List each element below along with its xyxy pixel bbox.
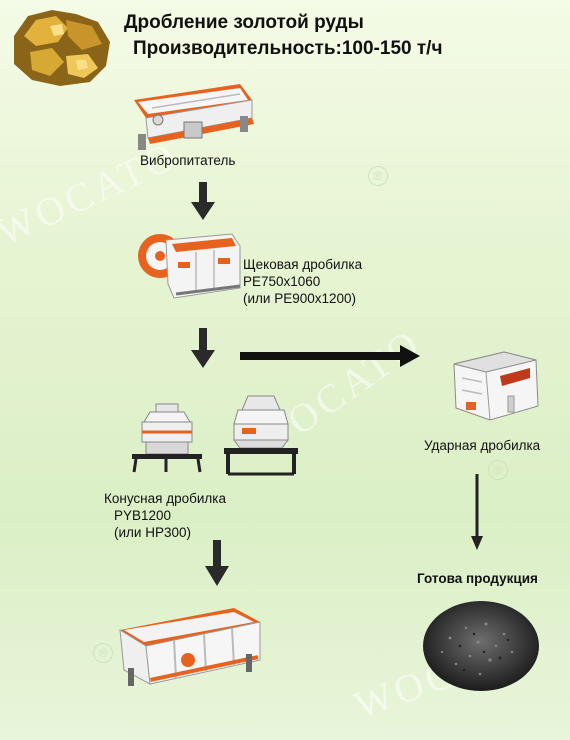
registered-mark-3: ® (93, 643, 113, 663)
jaw-crusher-label-1: Щековая дробилка (243, 257, 363, 272)
arrow-down-impact-to-product (471, 474, 483, 550)
vibrating-screen-image (119, 608, 261, 686)
impact-crusher-label: Ударная дробилка (424, 438, 541, 453)
impact-crusher-image (453, 351, 539, 421)
cone-crusher-label-2: PYB1200 (114, 508, 172, 523)
registered-mark-1: ® (368, 166, 388, 186)
arrow-down-cone-to-screen (205, 540, 229, 586)
arrow-down-jaw-to-cone (191, 328, 215, 368)
vibrating-feeder-image (134, 84, 254, 150)
cone-crusher-label-3: (или HP300) (114, 525, 191, 540)
title-line-1: Дробление золотой руды (124, 12, 364, 33)
arrow-down-feeder-to-jaw (191, 182, 215, 220)
cone-crusher-label-1: Конусная дробилка (104, 491, 226, 506)
arrow-right-jaw-to-impact (240, 345, 420, 367)
product-label: Готова продукция (417, 571, 538, 586)
gold-ore-image (14, 10, 110, 86)
jaw-crusher-image (138, 233, 241, 299)
title-line-2: Производительность:100-150 т/ч (133, 38, 443, 59)
feeder-label: Вибропитатель (140, 153, 236, 168)
jaw-crusher-label-2: PE750x1060 (243, 274, 321, 289)
crushed-stone-pile-image (423, 601, 539, 691)
registered-mark-2: ® (488, 460, 508, 480)
jaw-crusher-label-3: (или PE900x1200) (243, 291, 357, 306)
cone-crusher-image-1 (132, 403, 202, 473)
cone-crusher-image-2 (224, 395, 298, 476)
